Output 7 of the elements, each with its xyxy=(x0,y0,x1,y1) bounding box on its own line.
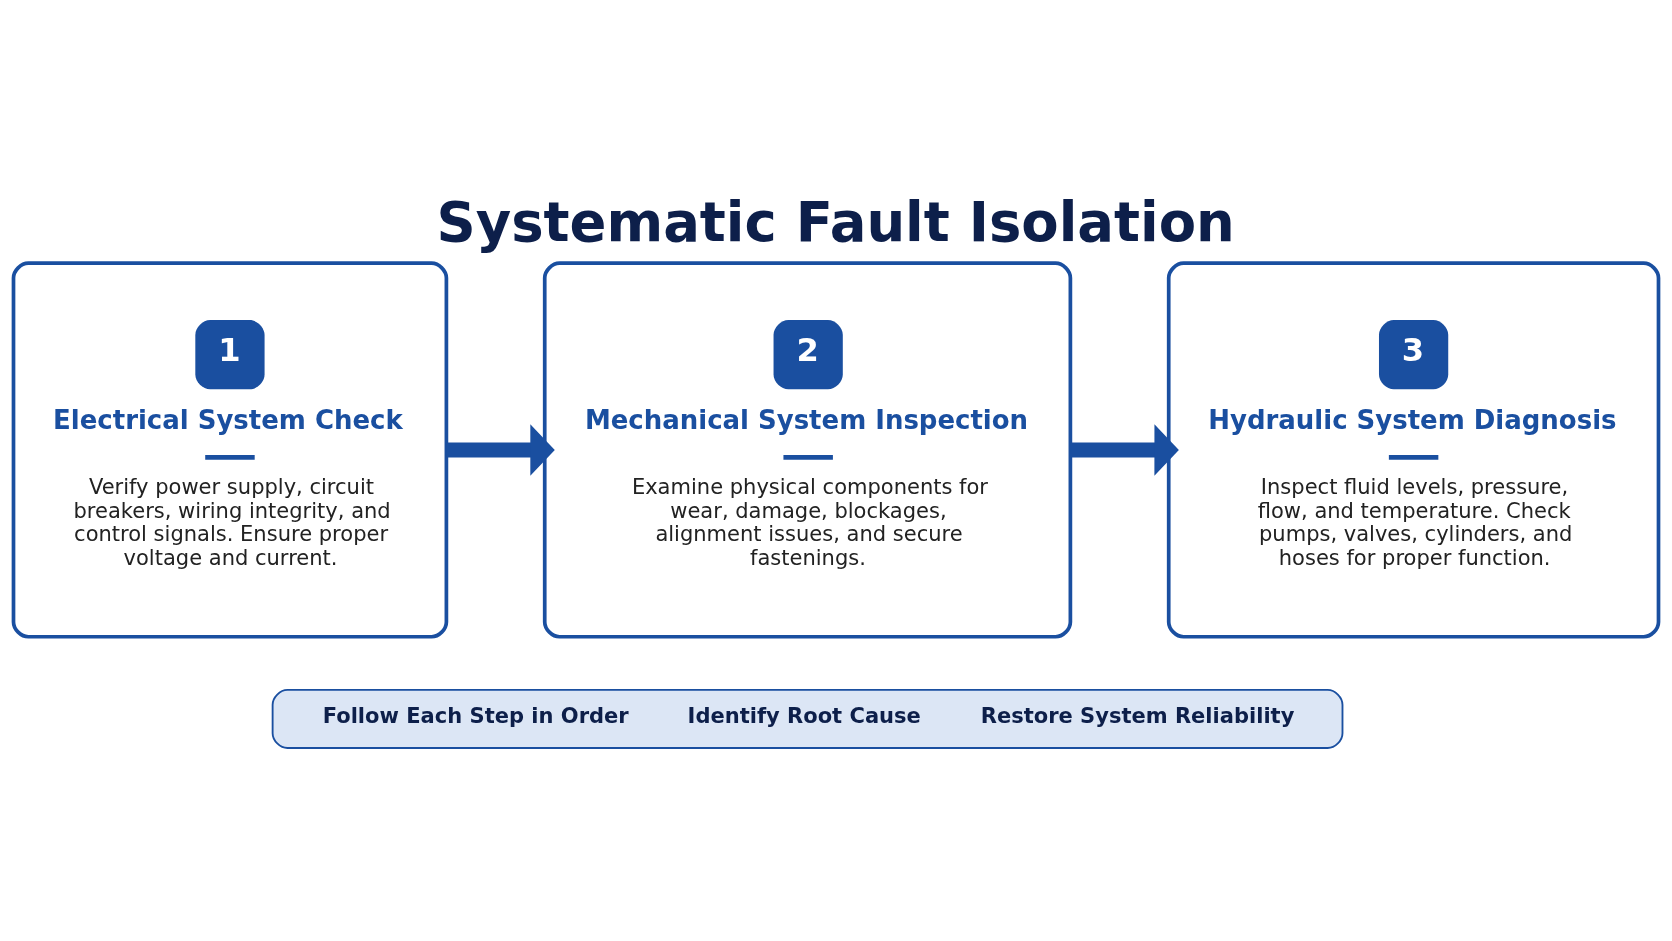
node-box: 2 Mechanical System Inspection Examine physical components for wear, damage, blockages, alignment issues, and secure fastenings. xyxy=(542,260,1073,639)
node-box: 1 Electrical System Check Verify power supply, circuit breakers, wiring integrity, and control signals. Ensure proper voltage and current. xyxy=(11,260,449,639)
arrow xyxy=(1070,423,1179,476)
node-box: Follow Each Step in Order Identify Root Cause Restore System Reliability xyxy=(271,688,1344,749)
arrow xyxy=(446,423,555,476)
diagram-title: Systematic Fault Isolation xyxy=(436,189,1235,254)
node-box: 3 Hydraulic System Diagnosis Inspect fluid levels, pressure, flow, and temperature. Check pumps, valves, cylinders, and hoses for proper function. xyxy=(1166,260,1661,639)
